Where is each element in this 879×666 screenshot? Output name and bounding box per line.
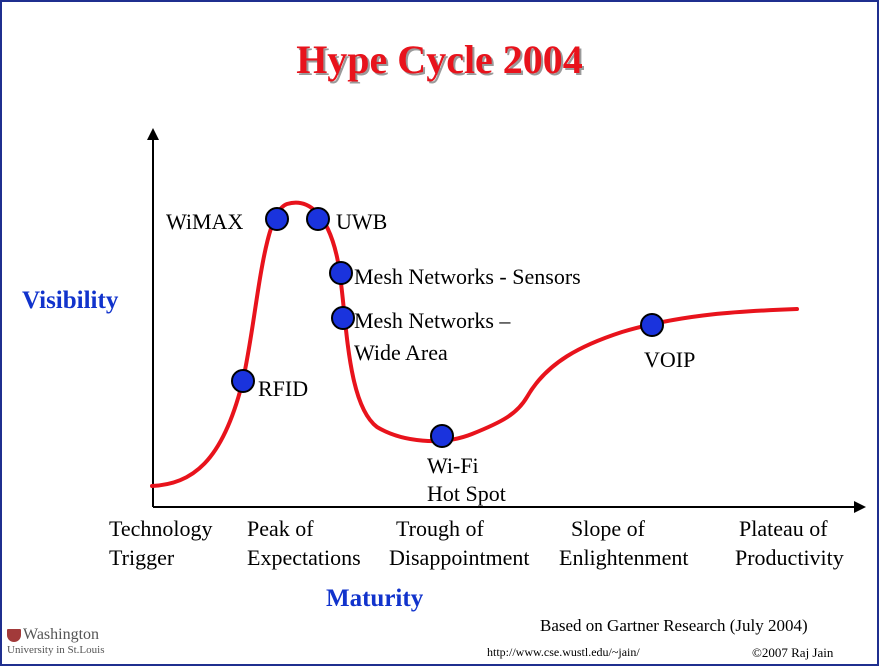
footer-url: http://www.cse.wustl.edu/~jain/ xyxy=(487,645,640,659)
stage-line2: Productivity xyxy=(735,545,844,570)
mesh-wide-area-label-line1: Mesh Networks – xyxy=(354,308,511,333)
voip-label: VOIP xyxy=(644,347,696,372)
stage-technology-trigger: Technology Trigger xyxy=(109,514,213,572)
mesh-sensors-label: Mesh Networks - Sensors xyxy=(354,264,581,289)
rfid-label: RFID xyxy=(258,376,309,401)
stage-peak-of-expectations: Peak of Expectations xyxy=(247,514,361,572)
stage-line1: Slope of xyxy=(571,516,645,541)
stage-line1: Peak of xyxy=(247,516,314,541)
university-shield-icon xyxy=(7,629,21,642)
mesh-wide-area-marker xyxy=(331,306,355,330)
stage-line1: Trough of xyxy=(396,516,484,541)
hype-curve xyxy=(150,200,799,488)
rfid-marker xyxy=(231,369,255,393)
copyright: ©2007 Raj Jain xyxy=(752,645,834,660)
x-axis-label: Maturity xyxy=(326,585,424,612)
mesh-sensors-marker xyxy=(329,261,353,285)
stage-line1: Plateau of xyxy=(739,516,828,541)
uwb-marker xyxy=(306,207,330,231)
wifi-label-line1: Wi-Fi xyxy=(427,453,479,478)
y-axis-label: Visibility xyxy=(22,287,119,314)
washington-university-logo: Washington University in St.Louis xyxy=(5,626,145,664)
wifi-marker xyxy=(430,424,454,448)
stage-plateau-of-productivity: Plateau of Productivity xyxy=(735,514,844,572)
stage-line2: Trigger xyxy=(109,545,175,570)
voip-marker xyxy=(640,313,664,337)
wifi-label-line2: Hot Spot xyxy=(427,481,506,506)
stage-line2: Disappointment xyxy=(389,545,530,570)
logo-text-line2: University in St.Louis xyxy=(7,644,105,656)
wimax-marker xyxy=(265,207,289,231)
mesh-wide-area-label-line2: Wide Area xyxy=(354,340,448,365)
stage-line1: Technology xyxy=(109,516,213,541)
stage-trough-of-disappointment: Trough of Disappointment xyxy=(389,514,530,572)
stage-line2: Enlightenment xyxy=(559,545,689,570)
stage-line2: Expectations xyxy=(247,545,361,570)
source-note: Based on Gartner Research (July 2004) xyxy=(540,616,808,635)
logo-text-line1: Washington xyxy=(23,626,100,643)
wimax-label: WiMAX xyxy=(166,209,244,234)
slide-title: Hype Cycle 2004 xyxy=(296,37,583,82)
stage-slope-of-enlightenment: Slope of Enlightenment xyxy=(559,514,689,572)
uwb-label: UWB xyxy=(336,209,388,234)
